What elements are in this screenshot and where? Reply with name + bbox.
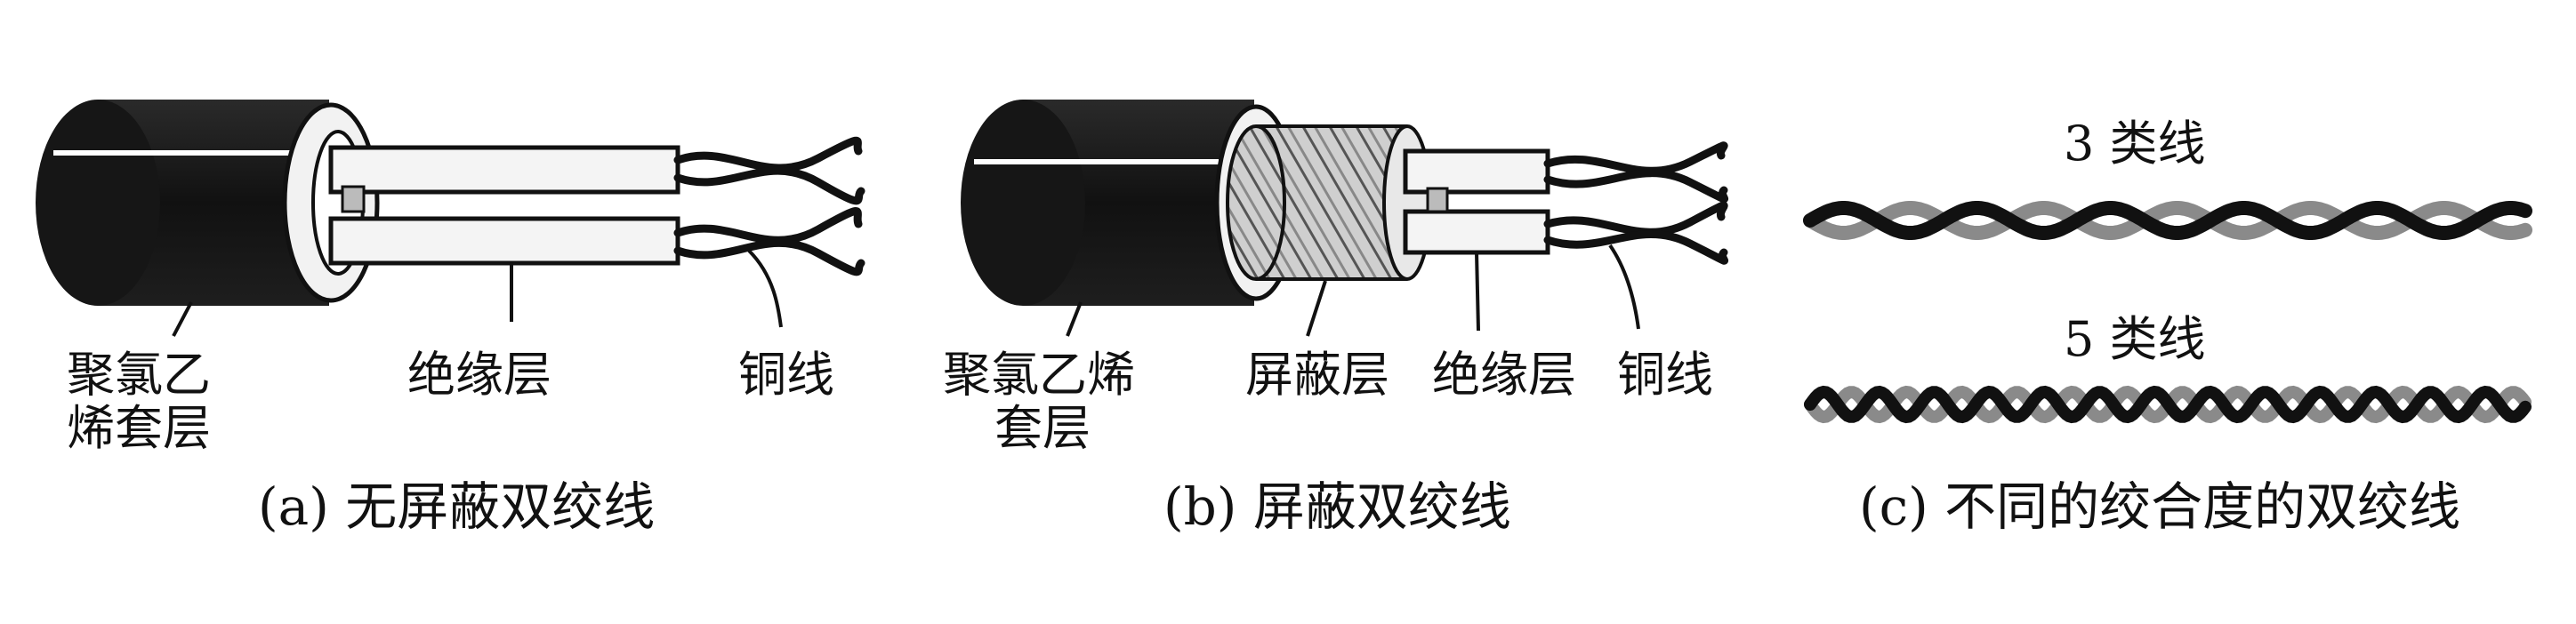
panel-a-insulated-wires xyxy=(331,148,678,263)
panel-c-label-cat5: 5 类线 xyxy=(2064,311,2206,367)
panel-b-label-jacket-2: 套层 xyxy=(994,400,1091,456)
panel-a-label-jacket-2: 烯套层 xyxy=(67,400,211,456)
panel-b-braid-shield xyxy=(1228,126,1430,279)
panel-b-copper-twists xyxy=(1548,146,1725,260)
panel-a-caption: (a) 无屏蔽双绞线 xyxy=(258,476,655,537)
panel-a-label-copper: 铜线 xyxy=(738,347,834,403)
panel-b-shielded-cable xyxy=(961,100,1725,336)
panel-a-unshielded-cable xyxy=(36,100,861,336)
panel-c-label-cat3: 3 类线 xyxy=(2064,116,2206,172)
panel-b-insulated-wires xyxy=(1405,151,1548,252)
panel-a-label-jacket-1: 聚氯乙 xyxy=(67,347,211,403)
panel-b-caption: (b) 屏蔽双绞线 xyxy=(1163,476,1511,537)
panel-b-label-shield: 屏蔽层 xyxy=(1245,347,1389,403)
panel-c-cat5-twisted-pair xyxy=(1810,392,2525,417)
panel-a-copper-twists xyxy=(678,140,861,272)
panel-c-cat3-twisted-pair xyxy=(1810,208,2525,233)
panel-b-label-insulation: 绝缘层 xyxy=(1432,347,1576,403)
panel-a-jacket xyxy=(36,100,377,306)
panel-b-label-copper: 铜线 xyxy=(1617,347,1713,403)
panel-c-caption: (c) 不同的绞合度的双绞线 xyxy=(1859,476,2460,537)
panel-a-label-insulation: 绝缘层 xyxy=(407,347,551,403)
panel-b-label-jacket-1: 聚氯乙烯 xyxy=(943,347,1135,403)
